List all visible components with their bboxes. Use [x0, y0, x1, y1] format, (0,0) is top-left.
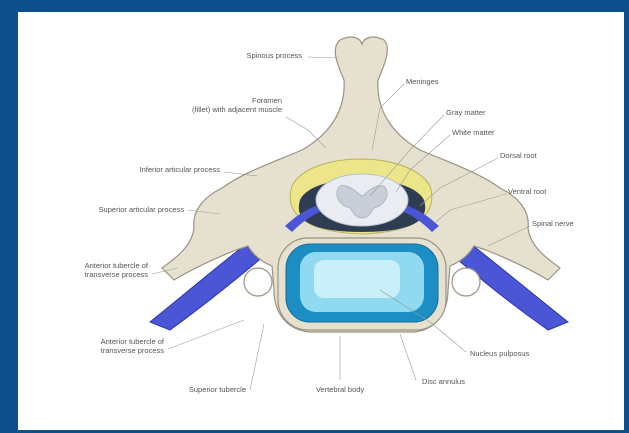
leader-anterior-tubercle-2 [168, 320, 244, 349]
label-foramen: Foramen(fillet) with adjacent muscle [192, 96, 282, 114]
leader-disc-annulus [400, 334, 416, 380]
leader-spinous-process [308, 57, 338, 58]
label-spinous-process: Spinous process [247, 51, 303, 60]
label-superior-articular-process: Superior articular process [99, 205, 185, 214]
label-superior-tubercle: Superior tubercle [189, 385, 246, 394]
label-gray-matter: Gray matter [446, 108, 486, 117]
label-spinal-nerve: Spinal nerve [532, 219, 574, 228]
leader-superior-tubercle [250, 324, 264, 390]
label-ventral-root: Ventral root [508, 187, 547, 196]
transverse-foramen-left [244, 268, 272, 296]
label-disc-annulus: Disc annulus [422, 377, 465, 386]
transverse-foramen-right [452, 268, 480, 296]
label-white-matter: White matter [452, 128, 495, 137]
label-dorsal-root: Dorsal root [500, 151, 538, 160]
nucleus-highlight [314, 260, 400, 298]
label-nucleus-pulposus: Nucleus pulposus [470, 349, 529, 358]
label-inferior-articular-process: Inferior articular process [140, 165, 221, 174]
label-vertebral-body: Vertebral body [316, 385, 365, 394]
label-meninges: Meninges [406, 77, 439, 86]
